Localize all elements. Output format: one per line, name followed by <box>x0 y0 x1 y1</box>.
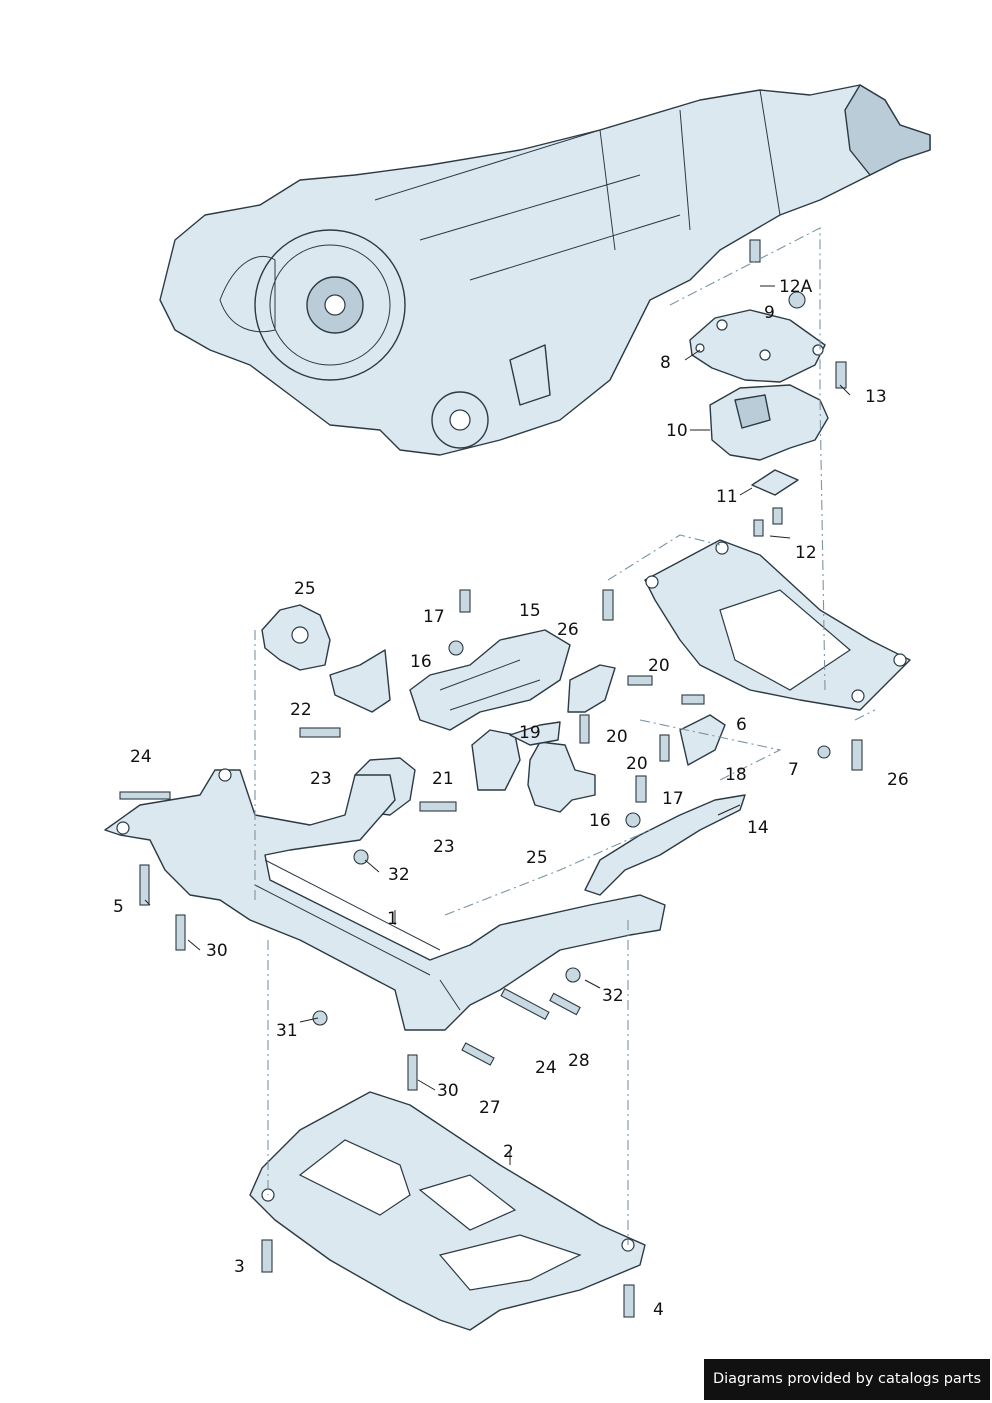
callout-20a: 20 <box>648 656 670 676</box>
callout-10: 10 <box>666 421 688 441</box>
shim-11 <box>751 469 799 496</box>
mount-25-center <box>527 741 596 813</box>
callout-20b: 20 <box>606 727 628 747</box>
crossmember <box>602 539 911 771</box>
callout-6: 6 <box>736 715 747 735</box>
callout-5: 5 <box>113 897 124 917</box>
callout-24a: 24 <box>130 747 152 767</box>
callout-17b: 17 <box>662 789 684 809</box>
callout-16b: 16 <box>589 811 611 831</box>
heat-shield-15 <box>409 629 571 731</box>
callout-25a: 25 <box>294 579 316 599</box>
callout-32a: 32 <box>388 865 410 885</box>
callout-14: 14 <box>747 818 769 838</box>
bracket-19 <box>509 721 561 746</box>
bolts-middle <box>119 589 705 865</box>
mount-25-left <box>261 604 331 671</box>
callout-26b: 26 <box>887 770 909 790</box>
callout-30b: 30 <box>437 1081 459 1101</box>
alignment-lines <box>254 227 876 1245</box>
callout-26a: 26 <box>557 620 579 640</box>
callout-23a: 23 <box>310 769 332 789</box>
callout-31: 31 <box>276 1021 298 1041</box>
bracket-20 <box>567 664 616 713</box>
callout-18: 18 <box>725 765 747 785</box>
callout-21: 21 <box>432 769 454 789</box>
callout-11: 11 <box>716 487 738 507</box>
engine-mount-10 <box>709 384 829 461</box>
bracket-22 <box>329 649 391 713</box>
skid-plate-2 <box>249 1091 646 1331</box>
mount-bracket-8 <box>689 309 826 383</box>
callout-16a: 16 <box>410 652 432 672</box>
transmission <box>159 84 931 456</box>
callout-17a: 17 <box>423 607 445 627</box>
callout-4: 4 <box>653 1300 664 1320</box>
credit-banner: Diagrams provided by catalogs parts <box>704 1359 990 1400</box>
callout-2: 2 <box>503 1142 514 1162</box>
callout-8: 8 <box>660 353 671 373</box>
bolts-upper-right <box>749 239 847 537</box>
callout-25b: 25 <box>526 848 548 868</box>
callout-19: 19 <box>519 723 541 743</box>
callout-9: 9 <box>764 303 775 323</box>
callout-12a: 12A <box>779 277 813 297</box>
callout-23b: 23 <box>433 837 455 857</box>
callout-7: 7 <box>788 760 799 780</box>
callout-3: 3 <box>234 1257 245 1277</box>
bracket-6 <box>679 714 726 766</box>
callout-15: 15 <box>519 601 541 621</box>
callout-30a: 30 <box>206 941 228 961</box>
callout-13: 13 <box>865 387 887 407</box>
heat-shield-14 <box>584 794 746 896</box>
bracket-21 <box>471 729 521 791</box>
callout-27: 27 <box>479 1098 501 1118</box>
callout-22: 22 <box>290 700 312 720</box>
callout-20c: 20 <box>626 754 648 774</box>
callout-12: 12 <box>795 543 817 563</box>
subframe-1 <box>104 768 666 1091</box>
leader-lines <box>144 285 851 1165</box>
callout-labels: 1 2 3 4 5 6 7 8 9 10 11 12 12A 13 14 15 … <box>113 277 909 1320</box>
callout-24b: 24 <box>535 1058 557 1078</box>
callout-32b: 32 <box>602 986 624 1006</box>
callout-28: 28 <box>568 1051 590 1071</box>
callout-1: 1 <box>387 909 398 929</box>
